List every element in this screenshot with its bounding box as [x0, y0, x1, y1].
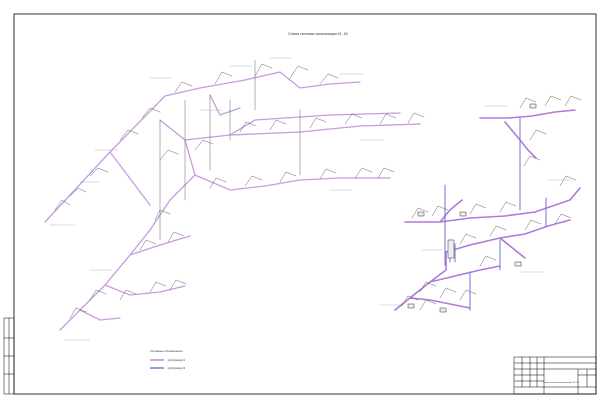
- left-pipe-system: [44, 57, 425, 341]
- drawing-frame: [13, 13, 597, 395]
- title-block: [513, 356, 597, 395]
- legend-label-k2: - трубопровод К2: [166, 367, 186, 370]
- legend-title: Условные обозначения: [150, 349, 183, 353]
- legend: Условные обозначения - трубопровод К1 - …: [150, 349, 186, 370]
- right-pipe-system: [379, 95, 582, 313]
- binding-strip: [3, 317, 15, 395]
- title-block-sheet-name: Схема системы канализации К1, К2: [543, 382, 580, 384]
- legend-label-k1: - трубопровод К1: [166, 359, 186, 362]
- drawing-title: Схема системы канализации К1, К2: [288, 32, 348, 36]
